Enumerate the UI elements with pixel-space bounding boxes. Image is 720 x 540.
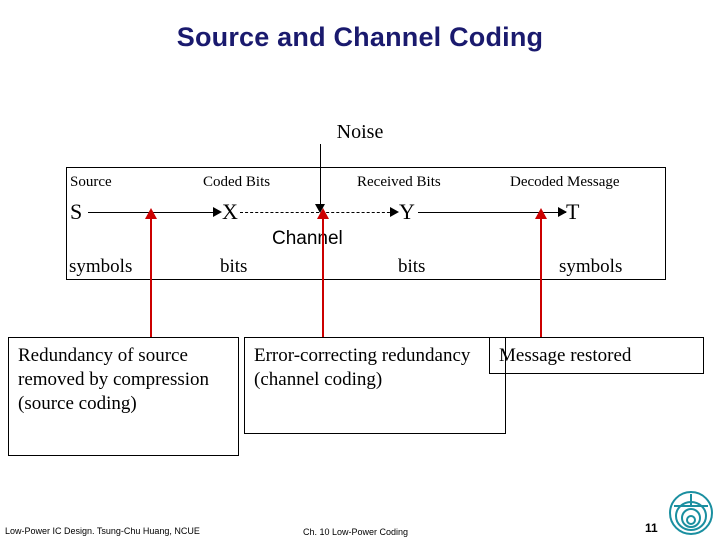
header-decoded-message: Decoded Message — [510, 174, 620, 190]
arrow-right-to-t-icon — [558, 207, 567, 217]
arrow-right-to-x-icon — [213, 207, 222, 217]
footer-center-text: Ch. 10 Low-Power Coding — [303, 527, 409, 537]
red-connector-line-3 — [540, 217, 542, 337]
symbol-t: T — [566, 199, 580, 224]
flow-line-y-to-t — [418, 212, 566, 213]
header-source: Source — [70, 174, 112, 190]
unit-received-bits: bits — [398, 256, 426, 277]
header-coded-bits: Coded Bits — [203, 174, 271, 190]
description-source-coding: Redundancy of source removed by compress… — [8, 337, 239, 456]
symbol-y: Y — [399, 199, 415, 224]
description-message-restored: Message restored — [489, 337, 704, 374]
header-received-bits: Received Bits — [357, 174, 441, 190]
ncue-logo-icon — [669, 491, 713, 535]
red-arrow-head-1-icon — [145, 208, 157, 219]
description-channel-coding: Error-correcting redundancy (channel cod… — [244, 337, 506, 434]
symbol-x: X — [222, 199, 238, 224]
noise-label: Noise — [336, 121, 384, 143]
channel-label: Channel — [272, 228, 343, 249]
red-arrow-head-2-icon — [317, 208, 329, 219]
unit-decoded-symbols: symbols — [559, 256, 623, 277]
arrow-right-to-y-icon — [390, 207, 399, 217]
unit-coded-bits: bits — [220, 256, 248, 277]
page-title: Source and Channel Coding — [176, 22, 544, 52]
unit-source-symbols: symbols — [69, 256, 133, 277]
red-connector-line-1 — [150, 217, 152, 337]
footer-left-text: Low-Power IC Design. Tsung-Chu Huang, NC… — [5, 526, 200, 536]
diagram-band-box — [66, 167, 666, 280]
red-arrow-head-3-icon — [535, 208, 547, 219]
page-number: 11 — [645, 521, 658, 535]
red-connector-line-2 — [322, 217, 324, 337]
noise-arrow-line — [320, 144, 321, 206]
symbol-s: S — [70, 199, 83, 224]
